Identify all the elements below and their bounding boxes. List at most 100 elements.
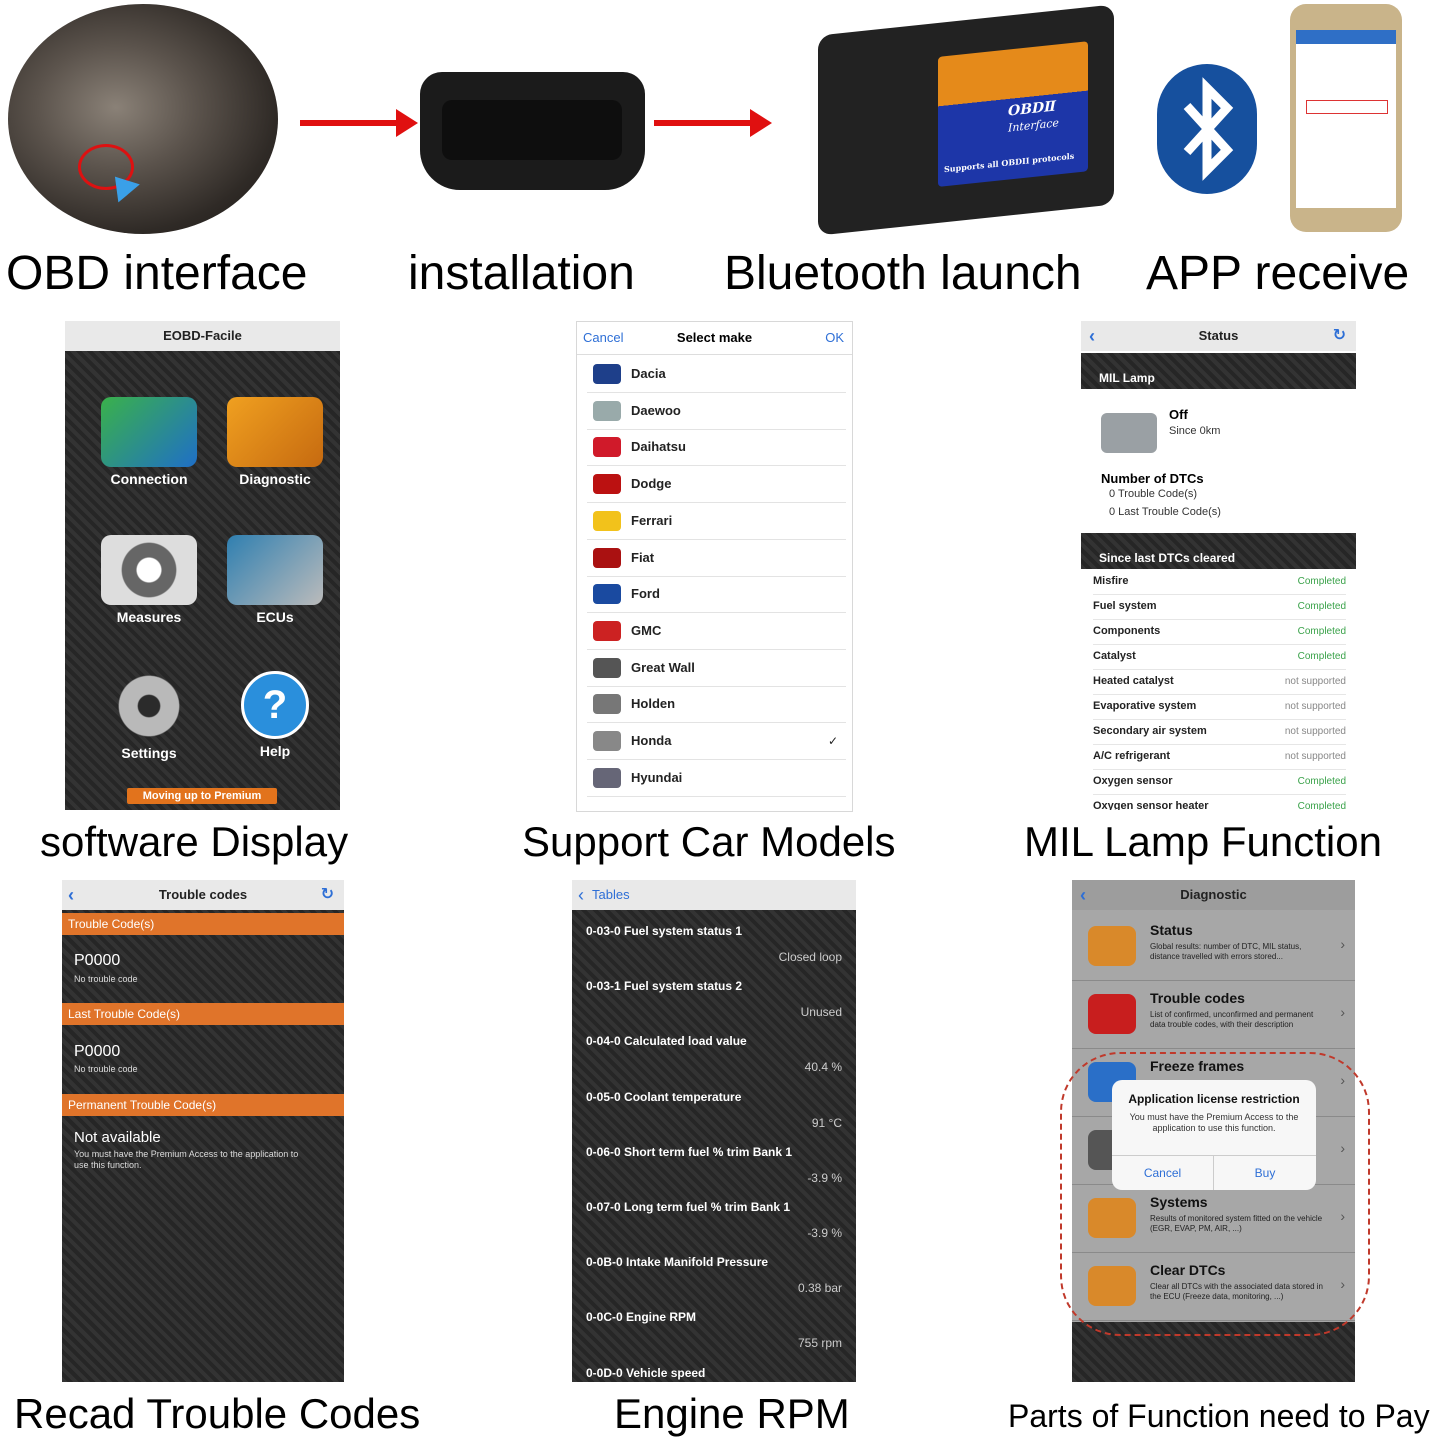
make-logo-icon [593, 510, 621, 531]
last-trouble-code: P0000 [74, 1043, 121, 1060]
pid-value: 91 °C [811, 1115, 842, 1130]
status-title: Status [1198, 328, 1239, 343]
help-tile[interactable]: ? Help [215, 671, 335, 759]
diagnostic-row-desc: Global results: number of DTC, MIL statu… [1150, 942, 1302, 961]
make-row[interactable]: Great Wall [587, 650, 846, 687]
make-logo-icon [593, 364, 621, 384]
caption-mil-lamp-function: MIL Lamp Function [1024, 818, 1382, 865]
pay-highlight-outline [1060, 1052, 1370, 1336]
pid-value: 755 rpm [797, 1336, 842, 1351]
modal-cancel-button[interactable]: Cancel [1112, 1156, 1214, 1190]
measures-tile[interactable]: Measures [89, 535, 209, 625]
make-row[interactable]: Ferrari [587, 503, 846, 540]
make-logo-icon [593, 400, 621, 421]
back-chevron-icon[interactable]: ‹ [68, 885, 74, 905]
caption-installation: installation [408, 247, 635, 300]
last-trouble-code-sub: No trouble code [74, 1064, 138, 1074]
status-value: Completed [1297, 651, 1346, 662]
refresh-icon[interactable]: ↻ [1332, 327, 1346, 344]
gear-wrench-icon [101, 671, 197, 741]
dongle-line2: Supports all OBDII protocols [944, 150, 1075, 175]
pid-label: 0-03-0 Fuel system status 1 [586, 924, 743, 938]
status-label: Oxygen sensor heater [1093, 800, 1209, 810]
make-logo-icon [593, 547, 621, 568]
make-row[interactable]: Honda✓ [587, 723, 846, 760]
help-label: Help [259, 743, 291, 759]
eobd-title: EOBD-Facile [65, 321, 340, 351]
back-chevron-icon[interactable]: ‹ [578, 885, 584, 905]
status-row: Oxygen sensor heater Completed [1093, 794, 1346, 810]
make-row[interactable]: Holden [587, 686, 846, 724]
ecu-calculator-icon [227, 535, 323, 605]
diagnostic-label: Diagnostic [239, 471, 311, 487]
status-value: Completed [1297, 801, 1346, 810]
trouble-code-sub: No trouble code [74, 974, 138, 984]
status-label: Catalyst [1093, 650, 1136, 662]
status-value: Completed [1297, 776, 1346, 787]
caption-obd-interface: OBD interface [6, 247, 308, 300]
ok-button[interactable]: OK [825, 330, 844, 345]
diagnostic-row-desc: Clear all DTCs with the associated data … [1150, 1282, 1323, 1301]
modal-buy-button[interactable]: Buy [1254, 1166, 1276, 1180]
pid-value: Unused [800, 1005, 842, 1020]
make-row[interactable]: Daewoo [587, 393, 846, 430]
phone-app-bar [1296, 30, 1396, 44]
make-row[interactable]: Fiat [587, 540, 846, 577]
dongle-label: OBDⅡ Interface Supports all OBDII protoc… [938, 41, 1088, 187]
make-row[interactable]: GMC [587, 613, 846, 650]
mil-lamp-header: MIL Lamp [1081, 353, 1356, 389]
premium-button[interactable]: Moving up to Premium [127, 788, 277, 804]
connection-tile[interactable]: Connection [89, 397, 209, 487]
port-highlight-circle [78, 144, 134, 190]
settings-tile[interactable]: Settings [89, 671, 209, 761]
ecus-tile[interactable]: ECUs [215, 535, 335, 625]
not-available-label: Not available [74, 1129, 161, 1146]
back-chevron-icon[interactable]: ‹ [1080, 885, 1086, 905]
ecus-label: ECUs [256, 609, 294, 625]
pid-label: 0-0C-0 Engine RPM [586, 1310, 697, 1325]
diagnostic-row-desc: List of confirmed, unconfirmed and perma… [1150, 1010, 1314, 1029]
make-row[interactable]: Ford [587, 576, 846, 614]
refresh-icon[interactable]: ↻ [320, 886, 334, 903]
make-row[interactable]: Dodge [587, 466, 846, 504]
make-name: Daihatsu [631, 439, 686, 455]
tables-back-label[interactable]: Tables [592, 887, 630, 902]
make-row[interactable]: Dacia [587, 356, 846, 393]
make-row[interactable]: Daihatsu [587, 429, 846, 467]
make-logo-icon [593, 620, 621, 641]
obd2-dongle-image: OBDⅡ Interface Supports all OBDII protoc… [818, 4, 1114, 236]
carbon-footer [1072, 1322, 1355, 1382]
smartphone-image [1290, 4, 1402, 232]
pid-label: 0-05-0 Coolant temperature [586, 1089, 742, 1104]
bluetooth-icon [1157, 64, 1257, 194]
back-chevron-icon[interactable]: ‹ [1089, 326, 1095, 346]
engine-icon [1101, 413, 1157, 453]
make-row[interactable]: Hyundai [587, 760, 846, 797]
diagnostic-row-icon [1088, 926, 1136, 966]
settings-label: Settings [121, 745, 177, 761]
table-row: 0-06-0 Short term fuel % trim Bank 1-3.9… [586, 1145, 842, 1199]
make-name: Ford [631, 586, 660, 602]
cancel-button[interactable]: Cancel [583, 330, 624, 345]
pid-value: 40.4 % [804, 1060, 842, 1075]
diagnostic-title: Diagnostic [1180, 887, 1247, 902]
table-row: 0-05-0 Coolant temperature 91 °C [586, 1090, 842, 1144]
status-value: Completed [1297, 626, 1346, 637]
eobd-facile-screen: EOBD-Facile Connection Diagnostic Measur… [65, 321, 340, 810]
diagnostic-tile[interactable]: Diagnostic [215, 397, 335, 487]
flow-arrow-icon [300, 109, 418, 137]
status-value: not supported [1284, 751, 1346, 762]
status-screen: ‹ Status ↻ MIL Lamp Off Since 0km Number… [1081, 321, 1356, 810]
make-logo-icon [593, 584, 621, 605]
permanent-section-header: Permanent Trouble Code(s) [62, 1094, 344, 1116]
